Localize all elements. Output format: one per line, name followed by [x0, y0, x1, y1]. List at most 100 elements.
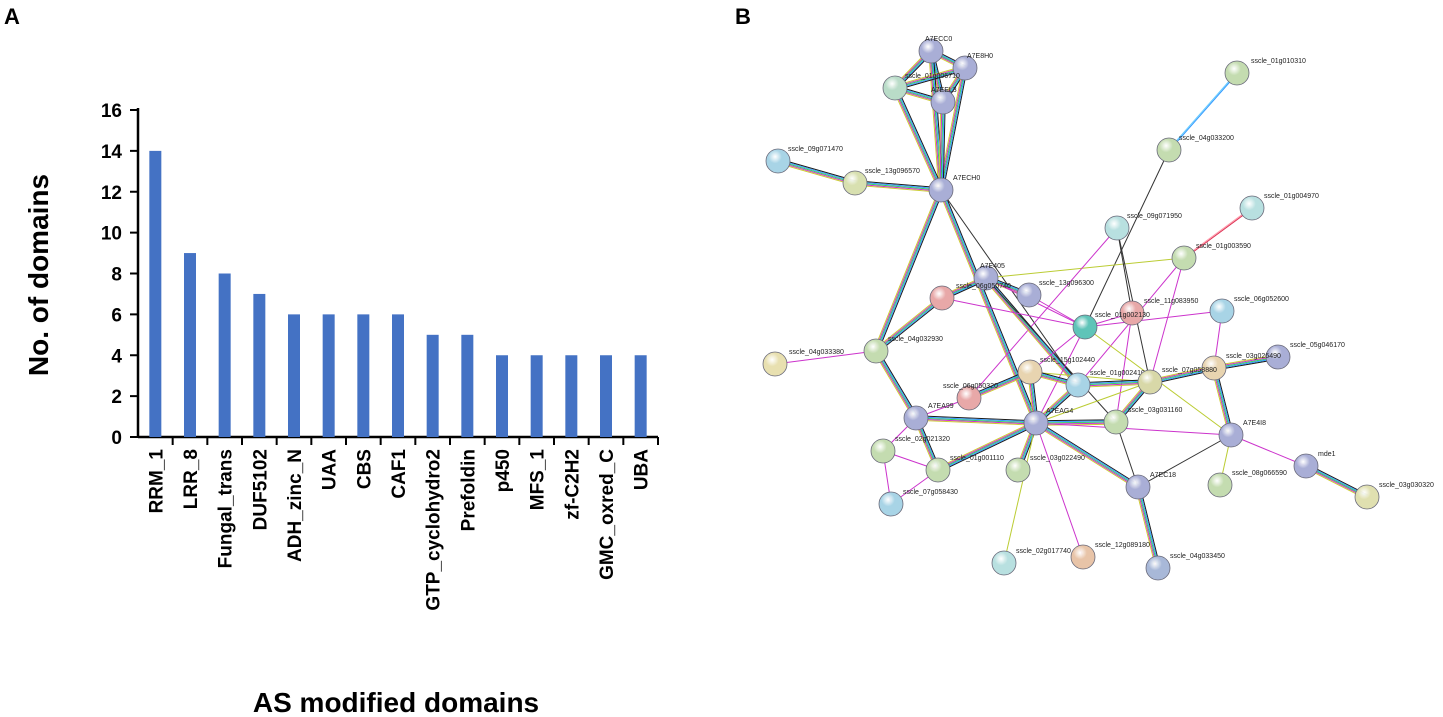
network-node: sscle_01g002130	[1072, 312, 1150, 340]
network-edge	[984, 278, 1078, 387]
network-node: sscle_09g071470	[765, 146, 843, 174]
network-node-circle	[863, 338, 889, 364]
network-node-circle	[1065, 372, 1091, 398]
network-node-label: sscle_01g004970	[1264, 193, 1319, 200]
x-tick-label: p450	[493, 449, 514, 492]
network-node: sscle_11g083950	[1119, 298, 1198, 326]
network-edge	[1135, 487, 1157, 569]
x-tick-label: ADH_zinc_N	[285, 449, 306, 562]
network-node: mde1	[1293, 451, 1336, 479]
network-node-circle	[1125, 474, 1151, 500]
network-node: sscle_13g096300	[1016, 280, 1094, 308]
network-node-label: sscle_13g096300	[1039, 280, 1094, 287]
network-node-circle	[930, 89, 956, 115]
network-node-circle	[882, 75, 908, 101]
network-node-label: A7ECC0	[925, 36, 952, 43]
network-edge	[941, 68, 967, 191]
bar	[461, 334, 474, 437]
network-node-circle	[765, 148, 791, 174]
network-node-label: sscle_04g033200	[1179, 135, 1234, 142]
network-node: sscle_04g033450	[1145, 553, 1225, 581]
x-tick-label: zf-C2H2	[562, 449, 583, 520]
network-node: sscle_05g046170	[1265, 342, 1345, 370]
network-node: sscle_02g017740	[991, 548, 1071, 576]
network-node-circle	[1017, 359, 1043, 385]
network-node-circle	[1293, 453, 1319, 479]
network-edge	[774, 350, 877, 365]
network-node-circle	[918, 38, 944, 64]
network-edge	[1137, 486, 1159, 569]
network-edge	[928, 51, 940, 191]
network-edge	[1035, 422, 1139, 488]
network-node-circle	[1224, 60, 1250, 86]
bar	[253, 293, 266, 437]
network-node-circle	[870, 438, 896, 464]
network-node-label: A7E405	[980, 263, 1005, 270]
network-node-circle	[1207, 472, 1233, 498]
network-edge	[875, 189, 942, 352]
y-tick-label: 12	[101, 183, 122, 204]
network-node-label: sscle_01g002130	[1095, 312, 1150, 319]
network-node: sscle_01g004970	[1239, 193, 1319, 221]
network-edge	[915, 418, 1036, 425]
network-node: A7E8H0	[952, 53, 993, 81]
network-edge	[875, 297, 943, 352]
network-node-label: A7EC18	[1150, 472, 1176, 479]
x-tick-label: UBA	[632, 449, 653, 490]
network-node-label: sscle_01g006710	[905, 73, 960, 80]
network-node: sscle_15g102440	[1017, 357, 1095, 385]
network-node: sscle_07g058430	[878, 489, 958, 517]
network-node: sscle_08g066590	[1207, 470, 1287, 498]
network-edge	[941, 189, 1038, 423]
network-edge	[937, 421, 1036, 470]
network-node-label: A7EAG4	[1046, 408, 1073, 415]
network-edge	[1035, 422, 1084, 558]
network-node-label: sscle_03g030320	[1379, 482, 1434, 489]
x-tick-label: CBS	[354, 449, 375, 489]
network-node-circle	[1119, 300, 1145, 326]
network-node-circle	[762, 351, 788, 377]
network-node: sscle_03g026490	[1201, 353, 1281, 381]
network-edge	[1084, 310, 1223, 328]
network-node-label: sscle_01g001110	[950, 455, 1004, 462]
network-edge	[985, 257, 1185, 279]
y-tick-label: 6	[111, 305, 122, 326]
network-node-label: sscle_01g010310	[1251, 58, 1306, 65]
network-node: sscle_01g003590	[1171, 243, 1251, 271]
network-node-label: A7ECH0	[953, 175, 980, 182]
interaction-network: A7ECC0A7E8H0sscle_01g006710A7EEL3A7ECH0s…	[762, 36, 1434, 581]
network-edge	[985, 277, 1117, 423]
network-node-circle	[929, 285, 955, 311]
network-node: sscle_04g033380	[762, 349, 844, 377]
network-edge	[940, 189, 1037, 424]
network-edge	[929, 51, 941, 191]
network-edge	[1035, 422, 1232, 436]
network-edge	[1034, 424, 1138, 490]
network-edge	[936, 420, 1036, 469]
network-edge	[895, 87, 943, 190]
network-node-label: sscle_04g033380	[789, 349, 844, 356]
network-node-label: sscle_01g002410	[1090, 370, 1145, 377]
network-node-label: sscle_13g096570	[865, 168, 920, 175]
network-node-circle	[903, 405, 929, 431]
network-edge	[1115, 312, 1133, 423]
y-tick-label: 14	[101, 142, 123, 163]
network-edge	[1036, 421, 1139, 487]
network-edge	[1035, 423, 1138, 489]
network-node-label: sscle_04g032930	[888, 336, 943, 343]
network-edge	[1230, 434, 1307, 467]
bar	[565, 355, 578, 437]
network-edge	[873, 188, 940, 351]
y-tick-label: 0	[111, 428, 122, 449]
x-tick-label: LRR_8	[181, 449, 202, 509]
network-node-label: sscle_09g071470	[788, 146, 843, 153]
network-edge	[942, 102, 946, 191]
network-node: sscle_03g030320	[1354, 482, 1434, 510]
network-node-circle	[878, 491, 904, 517]
network-edge	[941, 297, 1086, 328]
network-edge	[983, 279, 1077, 387]
network-node: sscle_13g096570	[842, 168, 920, 196]
network-node-circle	[1072, 314, 1098, 340]
bar	[496, 355, 508, 437]
